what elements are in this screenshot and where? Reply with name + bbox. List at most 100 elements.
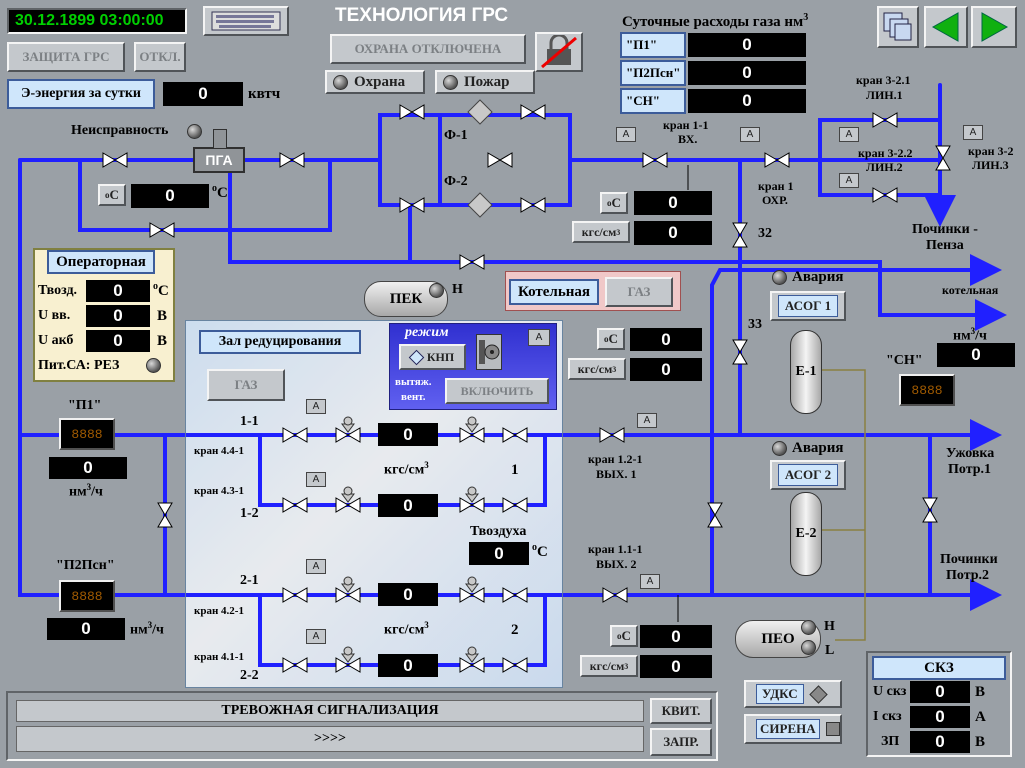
alarm-title-bar: ТРЕВОЖНАЯ СИГНАЛИЗАЦИЯ bbox=[16, 700, 644, 722]
hall-auto-1[interactable]: A bbox=[306, 399, 326, 414]
line-2-2-label: 2-2 bbox=[240, 668, 259, 683]
p2-unit-per: /ч bbox=[152, 622, 164, 638]
skz-row-2-value: 0 bbox=[910, 706, 970, 728]
hall-gas-button[interactable]: ГАЗ bbox=[207, 369, 285, 401]
sn-unit-nm: нм bbox=[953, 328, 971, 344]
pga-device: ПГА bbox=[193, 147, 245, 173]
hall-auto-4[interactable]: A bbox=[306, 629, 326, 644]
pga-temp-o: o bbox=[212, 183, 217, 194]
operator-title: Операторная bbox=[47, 250, 155, 274]
enable-vent-button[interactable]: ВКЛЮЧИТЬ bbox=[445, 378, 549, 404]
pga-temp-c: C bbox=[109, 187, 119, 202]
ack-button[interactable]: КВИТ. bbox=[650, 698, 712, 724]
valve-1-1-vx: ВХ. bbox=[678, 132, 698, 146]
hall-auto-3[interactable]: A bbox=[306, 559, 326, 574]
daily-title: Суточные расходы газа нм3 bbox=[622, 12, 808, 31]
protect-button[interactable]: ЗАЩИТА ГРС bbox=[7, 42, 125, 72]
datetime-display: 30.12.1899 03:00:00 bbox=[7, 8, 187, 34]
alarm-message-bar[interactable]: >>>> bbox=[16, 726, 644, 752]
valve-3-2-lin: ЛИН.3 bbox=[972, 158, 1009, 172]
lock-crossed-icon bbox=[541, 35, 577, 69]
out-temp-value: 0 bbox=[640, 625, 712, 648]
hall-line-no-1: 1 bbox=[511, 462, 519, 478]
out-press-text: кгс/см bbox=[589, 658, 625, 673]
auto-box-4[interactable]: A bbox=[963, 125, 983, 140]
sn-unit-per: /ч bbox=[975, 328, 987, 344]
keyboard-button[interactable] bbox=[203, 6, 289, 36]
off-button[interactable]: ОТКЛ. bbox=[134, 42, 186, 72]
hall-auto-2[interactable]: A bbox=[306, 472, 326, 487]
datetime-text: 30.12.1899 03:00:00 bbox=[15, 12, 164, 29]
filter-1-label: Ф-1 bbox=[444, 128, 468, 143]
lock-button[interactable] bbox=[535, 32, 583, 72]
sn-meter-label: "СН" bbox=[886, 353, 923, 368]
fire-label: Пожар bbox=[464, 73, 510, 90]
mid-temp-c: C bbox=[608, 331, 618, 346]
valve-4-1-1-label: кран 4.1-1 bbox=[194, 651, 244, 663]
valve-1-2-1-label: кран 1.2-1 bbox=[588, 452, 643, 466]
hall-kgs-1-text: кгс/см bbox=[384, 462, 425, 478]
fault-label: Неисправность bbox=[71, 123, 169, 138]
hall-tair-label: Твоздуха bbox=[470, 524, 527, 539]
mode-auto-box[interactable]: A bbox=[528, 329, 550, 346]
pga-temp-unit-right: oC bbox=[212, 183, 228, 202]
alarm-2-lamp bbox=[772, 441, 787, 456]
inlet-temp-value: 0 bbox=[634, 191, 712, 215]
guard-button[interactable]: Охрана bbox=[325, 70, 425, 94]
sn-meter: 8888 bbox=[899, 374, 955, 406]
inlet-press-text: кгс/см bbox=[581, 224, 617, 239]
out-temp-c: C bbox=[621, 628, 631, 643]
operator-pit: Пит.СА: РЕЗ bbox=[38, 358, 120, 373]
auto-box-7[interactable]: A bbox=[640, 574, 660, 589]
asog-2-button[interactable]: АСОГ 2 bbox=[770, 460, 846, 490]
forward-button[interactable] bbox=[971, 6, 1017, 48]
p1-meter: 8888 bbox=[59, 418, 115, 450]
auto-box-6[interactable]: A bbox=[637, 413, 657, 428]
p1-unit-sup: 3 bbox=[86, 482, 92, 492]
auto-box-1[interactable]: A bbox=[616, 127, 636, 142]
asog-2-label: АСОГ 2 bbox=[777, 464, 839, 486]
back-button[interactable] bbox=[924, 6, 968, 48]
auto-box-2[interactable]: A bbox=[740, 127, 760, 142]
siren-square-icon bbox=[825, 722, 840, 736]
siren-button[interactable]: СИРЕНА bbox=[744, 714, 842, 744]
asog-1-button[interactable]: АСОГ 1 bbox=[770, 291, 846, 321]
guard-off-button[interactable]: ОХРАНА ОТКЛЮЧЕНА bbox=[330, 34, 526, 64]
windows-button[interactable] bbox=[877, 6, 919, 48]
request-button[interactable]: ЗАПР. bbox=[650, 728, 712, 756]
sn-value: 0 bbox=[937, 343, 1015, 367]
valve-3-2-label: кран 3-2 bbox=[968, 144, 1014, 158]
valve-3-2-2-lin: ЛИН.2 bbox=[866, 160, 903, 174]
out-press-value: 0 bbox=[640, 655, 712, 678]
pga-temp-c2: C bbox=[217, 185, 228, 201]
fire-button[interactable]: Пожар bbox=[435, 70, 535, 94]
skz-row-1-value: 0 bbox=[910, 681, 970, 703]
boiler-gas-button[interactable]: ГАЗ bbox=[605, 277, 673, 307]
valve-32-label: 32 bbox=[758, 226, 772, 241]
consumer-2b: Потр.2 bbox=[946, 568, 990, 583]
dest-pochinki: Починки - bbox=[912, 222, 978, 237]
auto-box-5[interactable]: A bbox=[839, 173, 859, 188]
hall-tair-c: C bbox=[537, 544, 548, 560]
p2-label: "П2Псн" bbox=[56, 558, 115, 573]
knp-button[interactable]: КНП bbox=[399, 344, 466, 370]
guard-lamp bbox=[333, 74, 348, 90]
mid-temp-o: o bbox=[604, 334, 609, 344]
valve-1-2-1-vyh: ВЫХ. 1 bbox=[596, 467, 637, 481]
hall-kgs-1: кгс/см3 bbox=[384, 460, 429, 479]
mid-temp-value: 0 bbox=[630, 328, 702, 351]
energy-button[interactable]: Э-энергия за сутки bbox=[7, 79, 155, 109]
p1-label: "П1" bbox=[68, 398, 102, 413]
inlet-temp-c: C bbox=[611, 195, 621, 210]
auto-box-3[interactable]: A bbox=[839, 127, 859, 142]
udks-button[interactable]: УДКС bbox=[744, 680, 842, 708]
valve-33-label: 33 bbox=[748, 317, 762, 332]
hall-title: Зал редуцирования bbox=[199, 330, 361, 354]
knp-label: КНП bbox=[426, 349, 455, 364]
boiler-label: Котельная bbox=[509, 279, 599, 305]
windows-icon bbox=[883, 12, 912, 41]
